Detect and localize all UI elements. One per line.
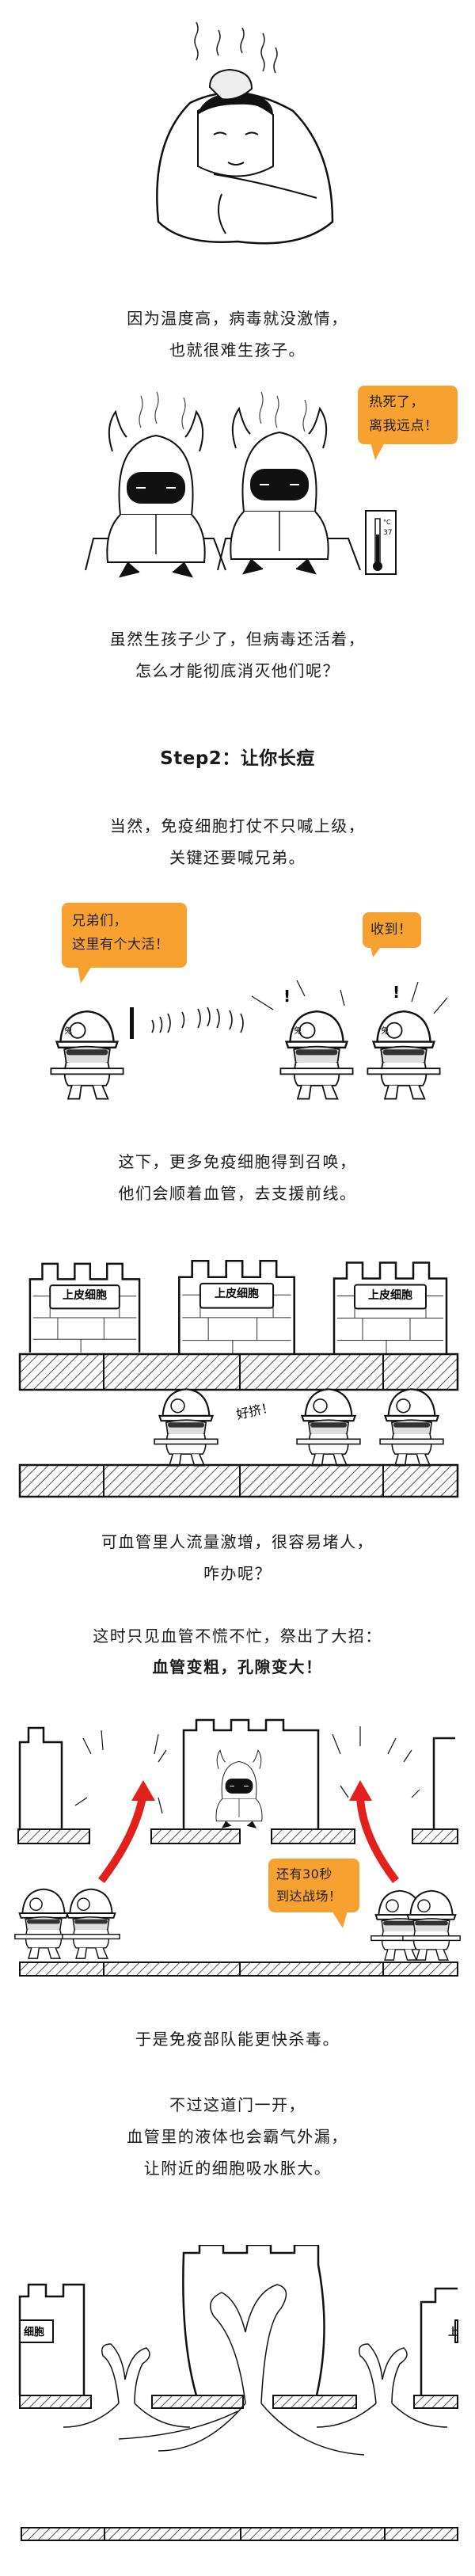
hair [198,91,273,115]
wall-sign: 上 [448,2327,458,2338]
paragraph-reinforcements: 这下，更多免疫细胞得到召唤， 他们会顺着血管，去支援前线。 [0,1146,475,1209]
soldier-rushing [61,1888,121,1960]
wall-partial-left: 细胞 [18,2283,86,2395]
thermometer-unit: °C [383,519,391,526]
virus-in-gate [215,1749,263,1828]
helmet-mark: 免 [64,1025,72,1036]
soldier-responder [366,1010,442,1101]
text-line: 血管里的液体也会霸气外漏， [127,2127,348,2146]
paragraph-big-move: 这时只见血管不慌不忙，祭出了大招： 血管变粗，孔隙变大！ [0,1621,475,1683]
sick-person-illustration [156,21,334,245]
text-line: 关键还要喊兄弟。 [169,848,306,867]
fluid-leak-illustration: 细胞 上 [18,2245,458,2541]
text-line: 怎么才能彻底消灭他们呢？ [135,661,340,680]
soldier-responder [279,1010,355,1101]
text-line: 可血管里人流量激增，很容易堵人， [101,1532,374,1551]
bubble-line: 到达战场！ [276,1889,342,1904]
bubble-line: 兄弟们， [72,913,127,929]
gate-tower [182,1718,320,1829]
bubble-line: 这里有个大活！ [72,937,169,953]
paragraph-leakage: 不过这道门一开， 血管里的液体也会霸气外漏， 让附近的细胞吸水胀大。 [0,2089,475,2184]
blood-vessel-crowded-illustration: 上皮细胞 上皮细胞 上皮细胞 好挤！ [18,1259,459,1498]
soldier-rushing [13,1888,74,1960]
text-line: 当然，免疫细胞打仗不只喊上级， [109,816,366,835]
text-line: 咋办呢？ [203,1564,272,1583]
radio-antenna [130,1007,134,1039]
radio-waves [151,1006,244,1033]
soldier-crowded [295,1387,362,1467]
paragraph-congestion: 可血管里人流量激增，很容易堵人， 咋办呢？ [0,1526,475,1589]
exclaim-mark: ! [283,987,291,1006]
epithelial-wall [177,1259,296,1354]
thermometer: 37 °C [365,510,397,575]
virus-left [106,411,206,577]
thermometer-reading: 37 [383,529,392,537]
text-line-emphasis: 血管变粗，孔隙变大！ [152,1657,323,1676]
soldier-crowded [378,1387,445,1467]
vessel-wall-bottom [18,1463,459,1498]
section-title-step2: Step2：让你长痘 [160,748,315,769]
helmet-mark: 免 [381,1025,389,1036]
text-line: 于是免疫部队能更快杀毒。 [135,2030,340,2049]
text-line: 因为温度高，病毒就没激情， [127,309,348,328]
text-line: 这下，更多免疫细胞得到召唤， [118,1152,357,1171]
wall-partial-left [18,1726,63,1829]
exclaim-mark: ! [393,983,400,1002]
swollen-gate-tower [182,2245,325,2396]
paragraph-call-brothers: 当然，免疫细胞打仗不只喊上级， 关键还要喊兄弟。 [0,810,475,873]
text-line: 不过这道门一开， [169,2095,306,2114]
paragraph-how-to-kill: 虽然生孩子少了，但病毒还活着， 怎么才能彻底消灭他们呢？ [0,623,475,687]
bubble-line: 还有30秒 [276,1866,332,1882]
text-line: 也就很难生孩子。 [169,341,306,360]
vessel-wall-top-gapped [17,1828,458,1844]
soldier-caller [49,1010,125,1101]
soldier-crowded [153,1387,219,1467]
paragraph-fever: 因为温度高，病毒就没激情， 也就很难生孩子。 [0,302,475,366]
vessel-wall-top [18,1353,459,1391]
wall-partial-right: 上 [420,2287,458,2395]
bubble-line: 热死了， [369,394,424,410]
arrow-left [98,1780,155,1884]
bubble-line: 收到！ [370,922,412,938]
water-fountains [63,2284,448,2456]
wall-partial-right [432,1737,455,1829]
epithelial-wall [28,1262,141,1354]
burst-lines [74,1726,420,1814]
text-line: 他们会顺着血管，去支援前线。 [118,1184,357,1203]
helmet-mark: 免 [294,1025,302,1036]
wall-sign: 上皮细胞 [63,1288,107,1302]
ice-pack [208,68,253,101]
paragraph-faster-kill: 于是免疫部队能更快杀毒。 [0,2023,475,2055]
text-line: 让附近的细胞吸水胀大。 [143,2159,332,2178]
wall-sign: 上皮细胞 [368,1288,412,1302]
virus-right [230,408,329,574]
vessel-wall-bottom [21,2527,458,2541]
speech-bubble-hot: 热死了， 离我远点！ [358,386,458,460]
text-line: 虽然生孩子少了，但病毒还活着， [109,630,366,649]
hot-viruses-illustration: 37 °C [85,391,397,577]
epithelial-wall [332,1261,448,1354]
speech-bubble-brothers: 兄弟们， 这里有个大活！ [62,903,187,984]
speech-bubble-30-seconds: 还有30秒 到达战场！ [268,1859,359,1928]
bubble-line: 离我远点！ [369,418,439,434]
wall-sign: 细胞 [24,2326,44,2338]
text-line: 这时只见血管不慌不忙，祭出了大招： [93,1627,382,1646]
heat-wave-lines [194,21,278,74]
vessel-widens-illustration [13,1718,462,1977]
arrow-right [349,1780,399,1884]
vessel-wall-bottom [19,1961,458,1977]
wall-sign: 上皮细胞 [215,1287,259,1300]
soldiers-calling-illustration: ! ! 免 免 免 [49,980,448,1101]
vessel-wall-top-gapped [19,2395,458,2409]
alert-lines [251,980,448,1014]
crowded-exclamation: 好挤！ [235,1399,276,1422]
speech-bubble-received: 收到！ [363,912,421,957]
